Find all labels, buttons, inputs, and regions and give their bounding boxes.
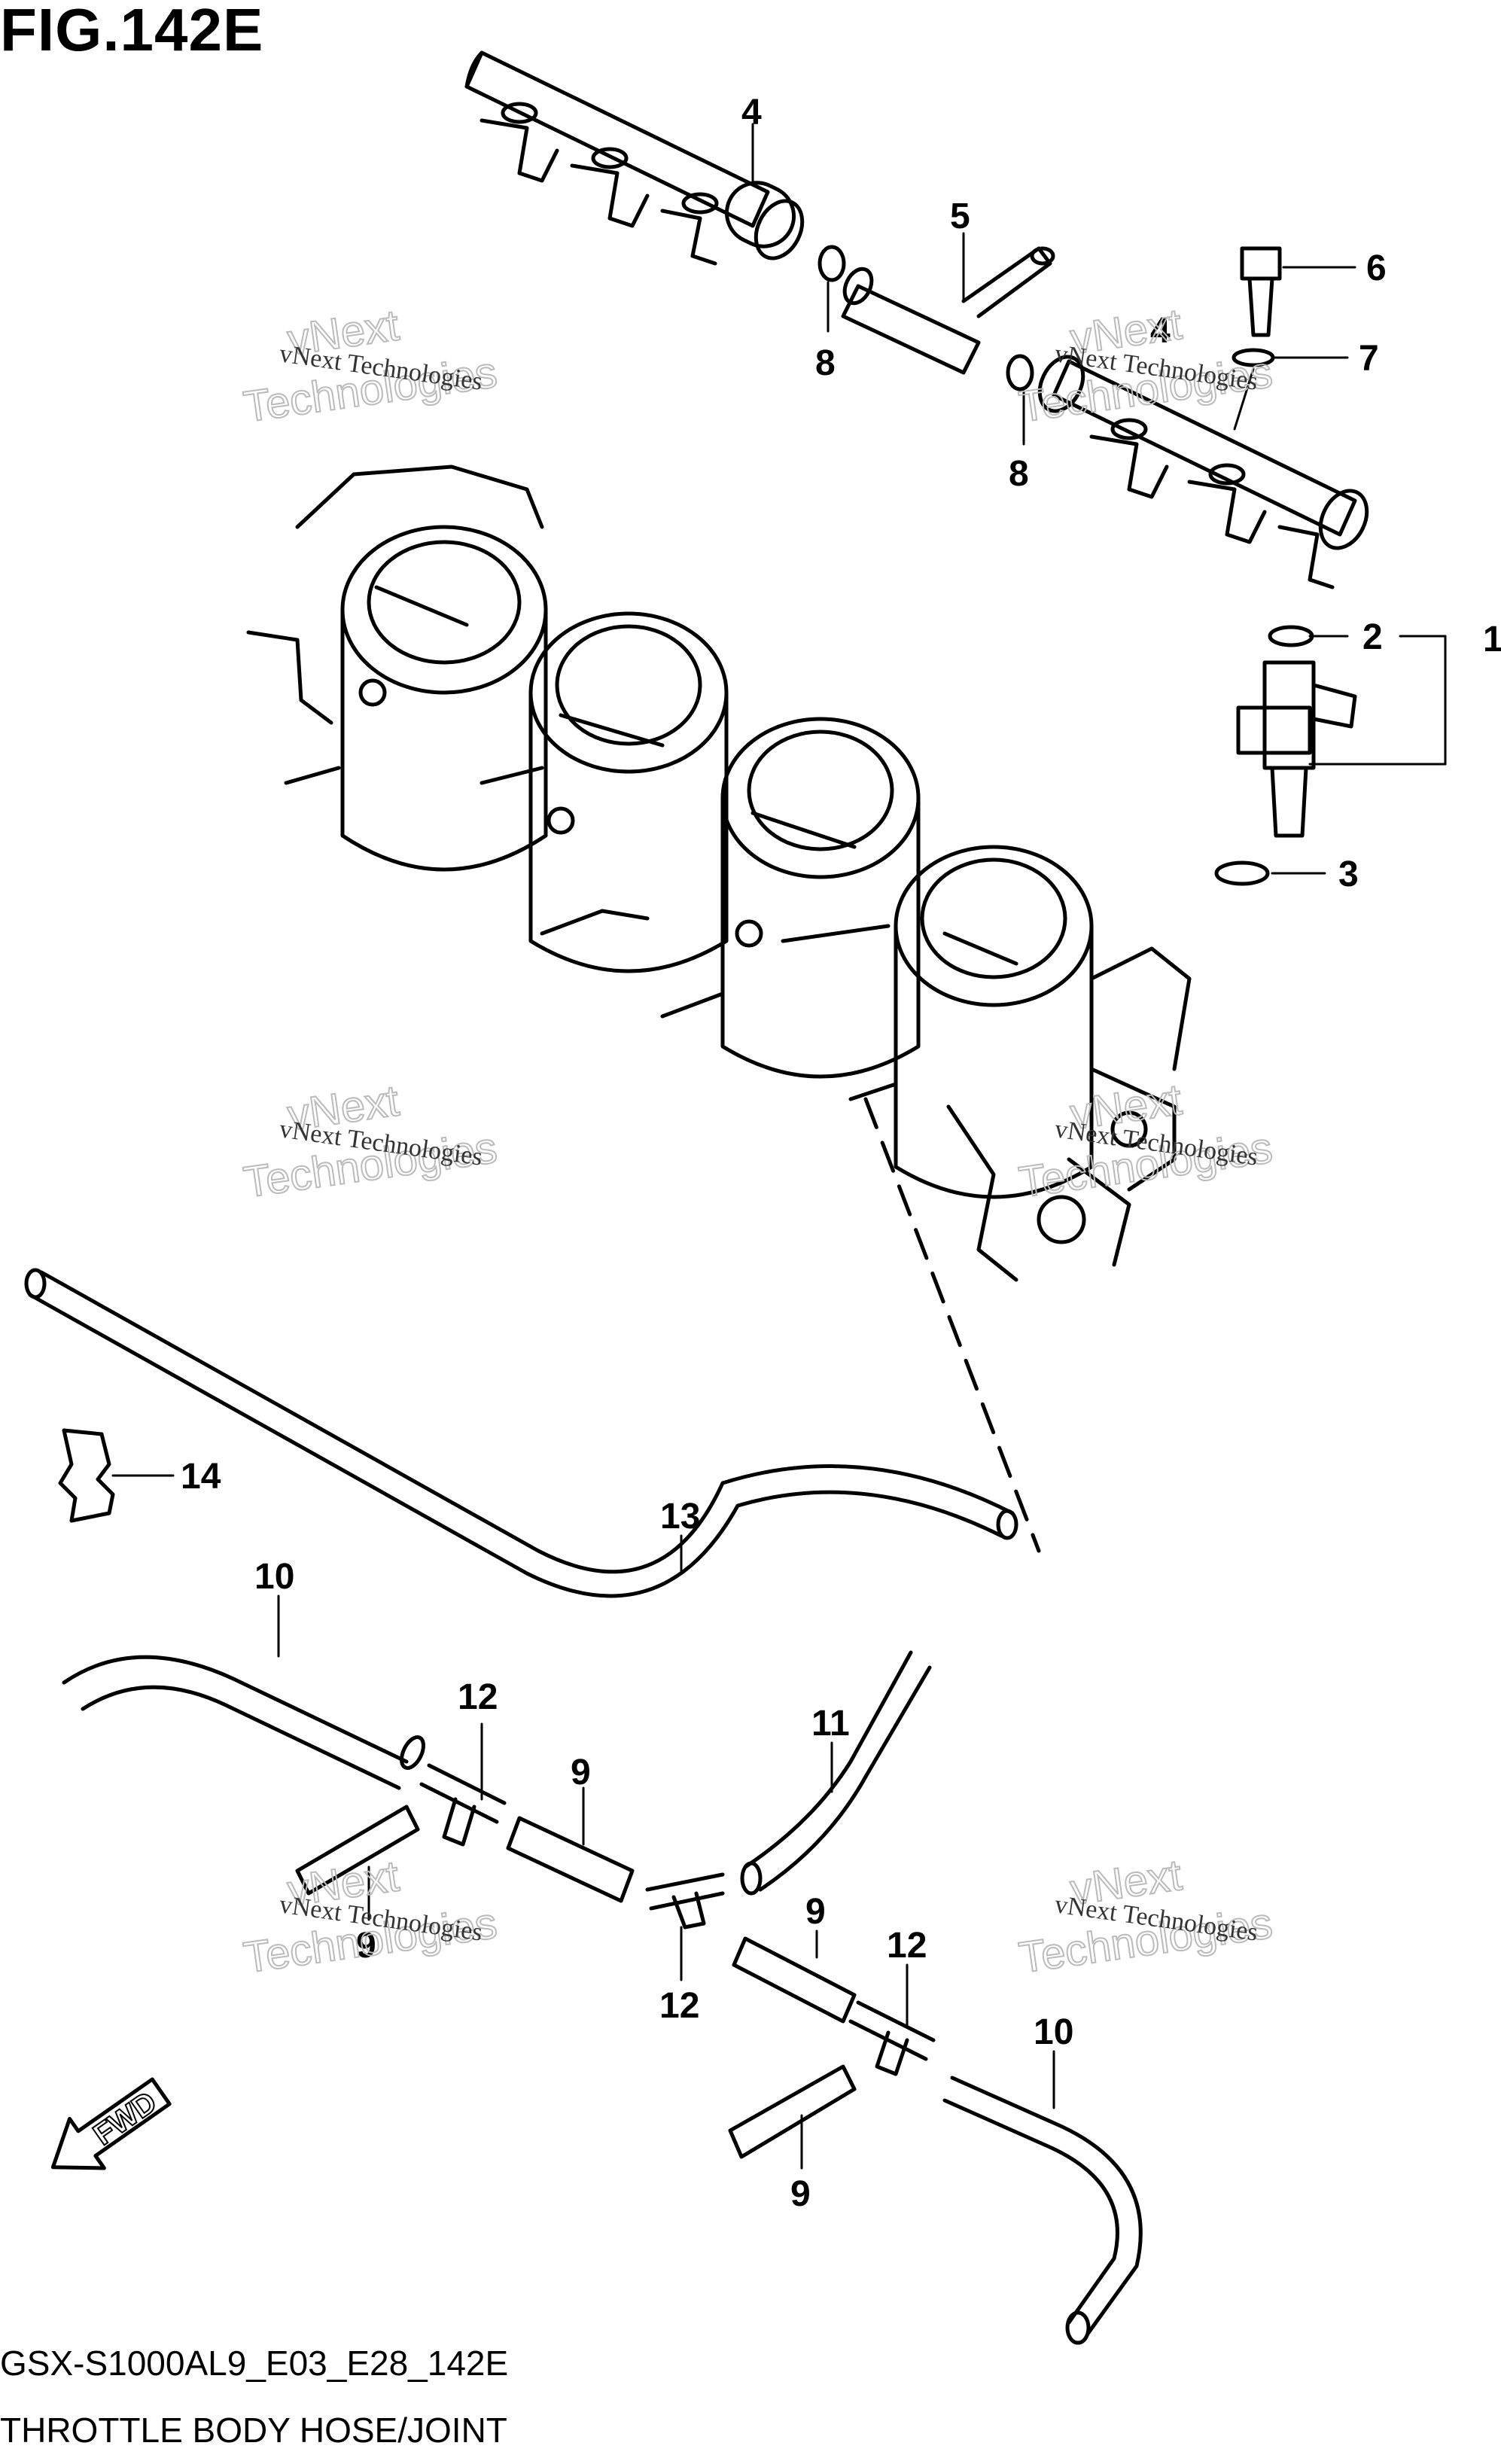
callout-4-lower: 4 xyxy=(1150,311,1171,351)
fuel-rail-lower xyxy=(1037,355,1369,589)
callout-9-a: 9 xyxy=(571,1753,591,1792)
callout-12-middle: 12 xyxy=(659,1986,699,2026)
watermarks: vNext Technologies vNext Technologies vN… xyxy=(240,299,1276,1983)
fwd-arrow-icon: FWD xyxy=(50,2077,172,2170)
t-joint-lower xyxy=(848,2000,936,2076)
callout-2: 2 xyxy=(1362,617,1383,657)
figure-title: FIG.142E xyxy=(0,0,264,63)
hose-9-c xyxy=(732,1936,857,2024)
callout-9-c: 9 xyxy=(805,1892,826,1932)
hose-9-d xyxy=(728,2064,857,2159)
hose-13 xyxy=(24,1268,1018,1598)
callout-13: 13 xyxy=(660,1497,700,1537)
callout-3: 3 xyxy=(1338,854,1359,894)
callout-12-lower: 12 xyxy=(887,1926,927,1966)
callout-10-right: 10 xyxy=(1034,2012,1073,2052)
hose-9-a xyxy=(295,1805,420,1896)
throttle-body-assembly xyxy=(246,464,1192,1282)
callout-8-lower: 8 xyxy=(1009,454,1029,494)
callout-9-d: 9 xyxy=(790,2174,811,2214)
callout-14: 14 xyxy=(181,1457,221,1497)
callout-8-upper: 8 xyxy=(815,343,836,383)
callout-10-left: 10 xyxy=(254,1557,294,1597)
hose-10-right xyxy=(942,2076,1143,2345)
hose-11 xyxy=(740,1650,932,1896)
callout-12-upper: 12 xyxy=(458,1677,498,1717)
callout-9-b: 9 xyxy=(356,1926,376,1966)
hose-9-b xyxy=(506,1816,635,1903)
callout-7: 7 xyxy=(1359,339,1379,379)
callout-1: 1 xyxy=(1483,620,1501,659)
hose-10-left xyxy=(62,1655,425,1790)
figure-name: THROTTLE BODY HOSE/JOINT xyxy=(0,2411,507,2450)
callout-5: 5 xyxy=(950,196,970,236)
figure-code: GSX-S1000AL9_E03_E28_142E xyxy=(0,2344,509,2383)
leader-lines xyxy=(111,123,1447,2170)
t-joint-middle xyxy=(645,1872,725,1929)
o-ring-lower xyxy=(1006,354,1034,391)
callout-6: 6 xyxy=(1366,248,1387,288)
callout-labels: 1 2 3 4 4 5 6 7 8 8 9 9 9 9 10 10 11 12 … xyxy=(181,93,1501,2214)
bolt xyxy=(1240,246,1282,337)
callout-4-upper: 4 xyxy=(741,93,762,132)
o-ring-upper xyxy=(817,245,846,282)
clamp xyxy=(58,1428,115,1523)
t-joint-upper xyxy=(419,1763,507,1847)
injector xyxy=(1214,625,1357,886)
callout-11: 11 xyxy=(811,1704,850,1744)
fuel-rail-upper xyxy=(464,50,805,266)
fuel-joint xyxy=(841,246,1055,375)
